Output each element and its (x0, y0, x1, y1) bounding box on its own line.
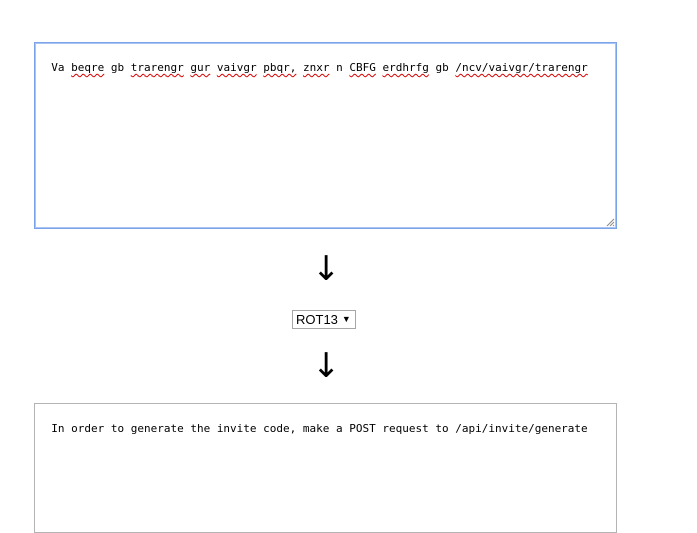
encoded-text-input[interactable]: Va beqre gb trarengr gur vaivgr pbqr, zn… (34, 42, 617, 229)
input-word: trarengr (130, 61, 184, 74)
input-word: n (336, 61, 343, 74)
decoded-text-content: In order to generate the invite code, ma… (51, 422, 588, 435)
caret-down-icon: ▼ (341, 314, 351, 324)
input-word: gb (435, 61, 449, 74)
input-word: vaivgr (216, 61, 257, 74)
down-arrow-icon: ↓ (312, 346, 341, 386)
input-word: Va (51, 61, 65, 74)
input-word: erdhrfg (382, 61, 429, 74)
input-word: znxr (302, 61, 330, 74)
input-word: /ncv/vaivgr/trarengr (455, 61, 588, 74)
resize-grip-icon[interactable] (605, 217, 615, 227)
input-word: pbqr, (263, 61, 297, 74)
cipher-select-value: ROT13 (296, 312, 338, 327)
decoded-text-output[interactable]: In order to generate the invite code, ma… (34, 403, 617, 533)
input-word: beqre (71, 61, 105, 74)
encoded-text-content: Va beqre gb trarengr gur vaivgr pbqr, zn… (51, 61, 588, 74)
input-word: gb (110, 61, 125, 74)
input-word: CBFG (349, 61, 376, 74)
cipher-select[interactable]: ROT13 ▼ (292, 310, 356, 329)
down-arrow-icon: ↓ (312, 249, 341, 289)
input-word: gur (190, 61, 211, 74)
